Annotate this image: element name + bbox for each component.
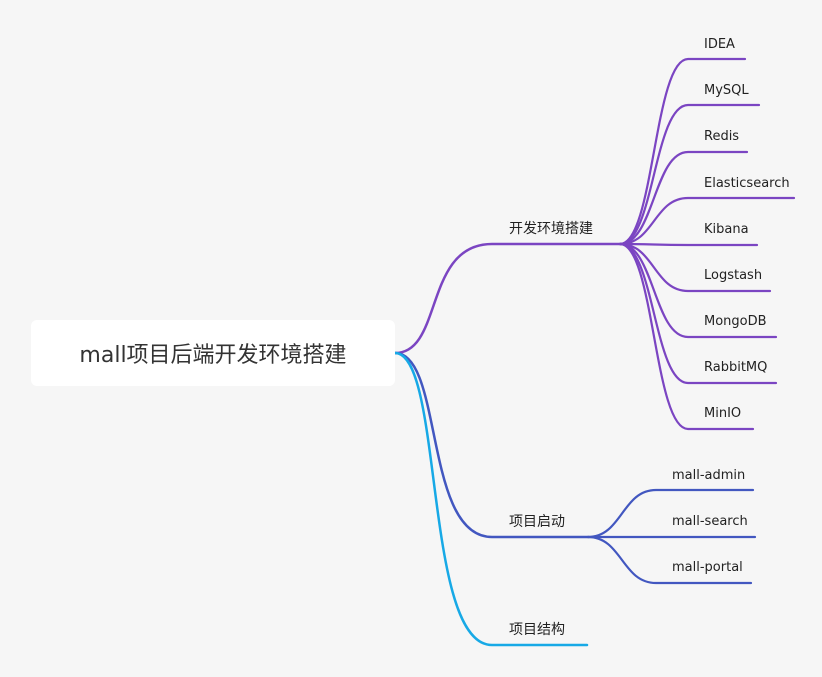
leaf-node-label[interactable]: MongoDB [704, 314, 767, 329]
leaf-connector [618, 150, 749, 246]
branch-node-label[interactable]: 项目结构 [509, 622, 565, 638]
leaf-connector [586, 535, 753, 585]
branch-node-label[interactable]: 项目启动 [509, 514, 565, 530]
leaf-connector [618, 103, 761, 246]
branch-node-label[interactable]: 开发环境搭建 [509, 221, 593, 237]
leaf-node-label[interactable]: RabbitMQ [704, 360, 768, 375]
leaf-node-label[interactable]: Kibana [704, 222, 749, 237]
branch-connector [393, 351, 590, 539]
leaf-node-label[interactable]: mall-admin [672, 468, 746, 483]
leaf-connector [618, 196, 796, 246]
leaf-connector [586, 488, 755, 539]
leaf-node-label[interactable]: Logstash [704, 268, 763, 283]
leaf-node-label[interactable]: Redis [704, 129, 740, 144]
leaf-connector [618, 242, 772, 293]
root-node-label: mall项目后端开发环境搭建 [79, 343, 347, 368]
leaf-node-label[interactable]: MinIO [704, 406, 742, 421]
leaf-node-label[interactable]: mall-portal [672, 560, 743, 575]
leaf-node-label[interactable]: IDEA [704, 37, 735, 52]
branch-connector [393, 351, 589, 647]
leaf-connector [618, 242, 778, 339]
leaf-connector [618, 242, 755, 431]
leaf-connector [618, 57, 747, 246]
branch-connector [393, 242, 622, 355]
leaf-node-label[interactable]: mall-search [672, 514, 748, 529]
leaf-node-label[interactable]: MySQL [704, 83, 749, 98]
leaf-node-label[interactable]: Elasticsearch [704, 176, 790, 191]
root-node[interactable]: mall项目后端开发环境搭建 [31, 320, 395, 386]
leaf-connector [618, 242, 759, 247]
leaf-connector [618, 242, 778, 385]
